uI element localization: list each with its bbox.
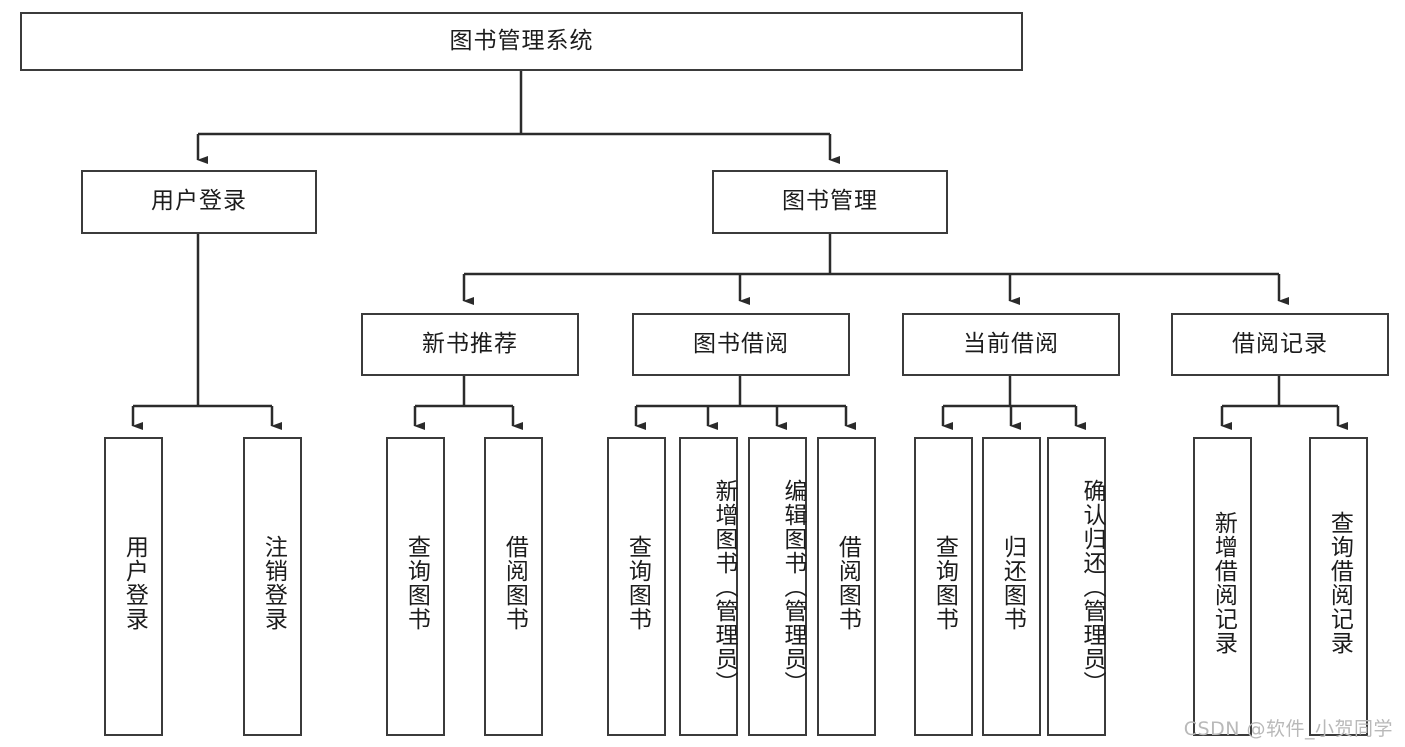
node-book-management[interactable]: 图书管理	[712, 170, 948, 234]
node-leaf-query-book-recommend[interactable]: 查询图书	[386, 437, 445, 736]
node-leaf-edit-book-admin[interactable]: 编辑图书（管理员）	[748, 437, 807, 736]
node-leaf-logout-login[interactable]: 注销登录	[243, 437, 302, 736]
node-leaf-return-book[interactable]: 归还图书	[982, 437, 1041, 736]
node-leaf-query-book-current[interactable]: 查询图书	[914, 437, 973, 736]
node-label: 新增借阅记录	[1210, 510, 1237, 655]
node-leaf-user-login[interactable]: 用户登录	[104, 437, 163, 736]
node-label: 查询借阅记录	[1326, 510, 1353, 655]
node-leaf-query-borrow-record[interactable]: 查询借阅记录	[1309, 437, 1368, 736]
node-label: 当前借阅	[963, 330, 1059, 357]
node-label: 查询图书	[931, 534, 958, 631]
node-leaf-query-book-borrow[interactable]: 查询图书	[607, 437, 666, 736]
node-label: 图书管理系统	[449, 27, 594, 54]
node-new-book-recommend[interactable]: 新书推荐	[361, 313, 579, 376]
node-label: 新增图书（管理员）	[711, 478, 737, 695]
node-leaf-confirm-return-admin[interactable]: 确认归还（管理员）	[1047, 437, 1106, 736]
node-leaf-add-borrow-record[interactable]: 新增借阅记录	[1193, 437, 1252, 736]
csdn-watermark: CSDN @软件_小贺同学	[1183, 718, 1393, 740]
node-label: 图书借阅	[693, 330, 789, 357]
node-leaf-add-book-admin[interactable]: 新增图书（管理员）	[679, 437, 738, 736]
node-book-borrow[interactable]: 图书借阅	[632, 313, 850, 376]
node-label: 借阅记录	[1232, 330, 1328, 357]
node-label: 归还图书	[999, 534, 1026, 631]
node-label: 编辑图书（管理员）	[780, 478, 806, 695]
node-label: 查询图书	[624, 534, 651, 631]
node-user-login[interactable]: 用户登录	[81, 170, 317, 234]
node-root-book-management-system[interactable]: 图书管理系统	[20, 12, 1023, 71]
node-label: 借阅图书	[501, 534, 528, 631]
node-borrow-record[interactable]: 借阅记录	[1171, 313, 1389, 376]
node-leaf-borrow-book-recommend[interactable]: 借阅图书	[484, 437, 543, 736]
node-label: 注销登录	[260, 534, 287, 631]
node-current-borrow[interactable]: 当前借阅	[902, 313, 1120, 376]
node-leaf-borrow-book[interactable]: 借阅图书	[817, 437, 876, 736]
node-label: 新书推荐	[422, 330, 518, 357]
node-label: 查询图书	[403, 534, 430, 631]
node-label: 图书管理	[782, 188, 878, 215]
node-label: 用户登录	[121, 534, 148, 631]
node-label: 确认归还（管理员）	[1079, 478, 1105, 695]
node-label: 借阅图书	[834, 534, 861, 631]
node-label: 用户登录	[151, 188, 247, 215]
